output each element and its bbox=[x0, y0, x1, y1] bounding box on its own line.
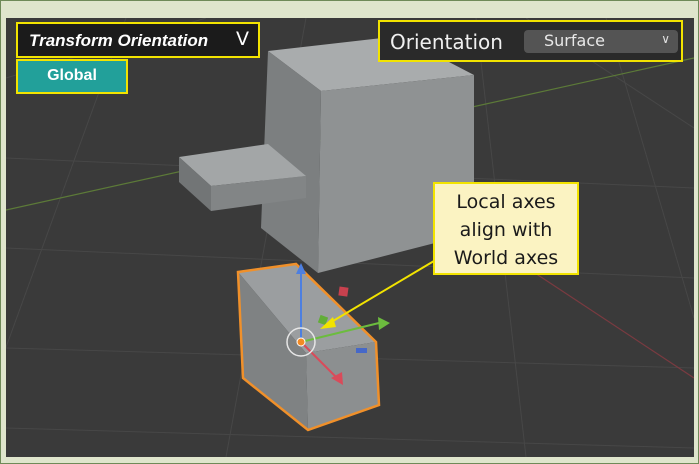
gizmo-plane-xy-handle[interactable] bbox=[317, 314, 329, 326]
gizmo-z-arrow-icon[interactable] bbox=[296, 263, 306, 274]
viewport-scene bbox=[6, 18, 694, 457]
selected-box[interactable] bbox=[236, 262, 381, 432]
callout-arrow bbox=[320, 257, 440, 329]
selection-outline bbox=[236, 262, 381, 432]
orientation-dropdown[interactable]: Surface ∨ bbox=[524, 30, 678, 53]
transform-orientation-panel[interactable]: Transform Orientation V bbox=[16, 22, 260, 58]
callout-line-1: Local axes bbox=[456, 191, 556, 213]
large-cube[interactable] bbox=[261, 36, 474, 273]
origin-dot-icon bbox=[296, 337, 306, 347]
callout-line-3: World axes bbox=[453, 247, 559, 269]
pivot-circle-icon[interactable] bbox=[286, 327, 316, 357]
orientation-label: Orientation bbox=[390, 30, 503, 54]
chevron-down-icon[interactable]: V bbox=[236, 28, 249, 50]
orientation-panel: Orientation Surface ∨ bbox=[378, 20, 683, 62]
chevron-down-icon: ∨ bbox=[661, 32, 670, 46]
gizmo-x-arrow-icon[interactable] bbox=[331, 372, 343, 385]
callout-line-2: align with bbox=[459, 219, 553, 241]
orientation-selected-value: Surface bbox=[544, 31, 605, 50]
callout-note: Local axes align with World axes bbox=[433, 182, 579, 275]
gizmo-x-axis bbox=[300, 341, 337, 378]
gizmo-y-arrow-icon[interactable] bbox=[378, 317, 390, 330]
transform-orientation-label: Transform Orientation bbox=[29, 31, 209, 50]
flat-box[interactable] bbox=[179, 144, 306, 211]
gizmo-plane-yz-handle[interactable] bbox=[356, 348, 367, 353]
transform-gizmo[interactable] bbox=[286, 263, 390, 385]
gizmo-plane-xz-handle[interactable] bbox=[338, 286, 349, 297]
global-button[interactable]: Global bbox=[16, 59, 128, 94]
